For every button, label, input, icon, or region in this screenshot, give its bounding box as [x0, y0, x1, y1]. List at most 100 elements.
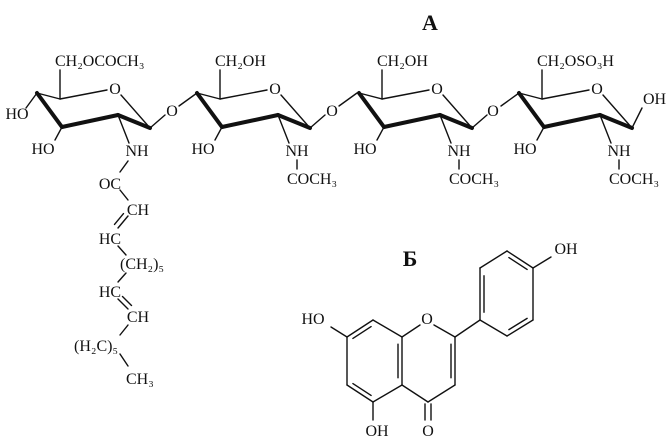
ring-oxygen-label: O	[109, 81, 121, 98]
bond	[280, 94, 311, 129]
bond	[178, 92, 198, 107]
bond	[59, 89, 108, 100]
bond	[309, 114, 326, 129]
hydroxyl-4prime-label: OH	[554, 241, 578, 258]
bond	[220, 113, 280, 129]
panel-a-title: А	[422, 10, 438, 35]
bond	[352, 325, 372, 340]
panel-b-title: Б	[403, 246, 418, 271]
chain-ch-label: CH	[127, 202, 150, 219]
bond	[442, 94, 473, 129]
glycosidic-oxygen-label: O	[166, 103, 178, 120]
ring-oxygen-label: O	[431, 81, 443, 98]
chain-carbonyl-label: OC	[99, 176, 121, 193]
bond-lines	[25, 69, 643, 421]
bond	[372, 319, 403, 338]
bond	[60, 113, 120, 129]
bond	[631, 107, 643, 129]
nh-label: NH	[447, 143, 471, 160]
bond	[382, 113, 442, 129]
chain-ch3-label: CH₃	[126, 371, 154, 388]
ch2-group-label: CH₂OCOCH₃	[55, 53, 144, 70]
bond	[358, 92, 383, 100]
bond	[479, 319, 508, 337]
bond	[346, 384, 374, 403]
bond	[500, 92, 520, 107]
bond	[352, 382, 372, 397]
bond	[149, 114, 166, 129]
sugar-ring-3: CH₂OH O HO NH COCH₃ O	[353, 53, 499, 188]
bond	[532, 256, 552, 269]
nh-label: NH	[285, 143, 309, 160]
bond	[276, 113, 312, 130]
chain-ch-label: CH	[127, 309, 150, 326]
bond	[508, 256, 528, 271]
bond	[119, 353, 129, 367]
bond	[113, 212, 125, 226]
bond	[117, 272, 127, 283]
sugar-ring-4: CH₂OSO₃H O HO NH COCH₃ OH	[513, 53, 666, 188]
bond	[120, 94, 151, 129]
bond	[517, 91, 546, 129]
hydroxyl-c3-label: HO	[513, 141, 536, 158]
bond	[117, 245, 127, 256]
bond	[381, 89, 430, 100]
bond	[401, 384, 429, 403]
hydroxyl-c3-label: HO	[191, 141, 214, 158]
bond	[117, 215, 129, 229]
bond	[433, 324, 456, 338]
bond	[479, 250, 508, 269]
glycosidic-oxygen-label: O	[487, 103, 499, 120]
bond	[54, 126, 63, 141]
bond	[598, 113, 634, 130]
flavone-structure: HO O OH OH O	[301, 241, 578, 440]
chain-hc-label: HC	[99, 284, 121, 301]
bond	[508, 317, 528, 331]
chain-h2c-5-label: (H₂C)₅	[74, 338, 118, 355]
glycosidic-oxygen-label: O	[326, 103, 338, 120]
fatty-acyl-chain: OC CH HC (CH₂)₅ HC CH (H₂C)₅ CH₃	[74, 176, 164, 388]
hydroxyl-c3-label: HO	[353, 141, 376, 158]
ch2-group-label: CH₂OH	[215, 53, 266, 70]
bond	[346, 319, 374, 338]
pyran-oxygen-label: O	[421, 311, 433, 328]
bond	[518, 92, 543, 100]
bond	[471, 114, 488, 129]
bond	[25, 92, 38, 109]
bond	[506, 250, 534, 269]
bond	[214, 126, 223, 141]
bond	[541, 89, 590, 100]
bond	[117, 114, 130, 144]
bond	[277, 114, 290, 144]
ch2-group-label: CH₂OSO₃H	[537, 53, 614, 70]
chain-hc-label: HC	[99, 231, 121, 248]
sugar-ring-1: CH₂OCOCH₃ O HO HO NH O	[5, 53, 177, 160]
bond	[372, 384, 403, 403]
bond	[506, 319, 534, 337]
carbonyl-oxygen-label: O	[422, 423, 434, 440]
nh-label: NH	[607, 143, 631, 160]
bond	[196, 92, 221, 100]
bond	[195, 91, 224, 129]
nh-label: NH	[125, 143, 149, 160]
chain-ch2-5-label: (CH₂)₅	[120, 256, 164, 273]
hydroxyl-5-label: OH	[365, 423, 389, 440]
bond	[36, 92, 61, 100]
bond	[454, 319, 481, 338]
acetyl-label: COCH₃	[609, 171, 659, 188]
bond	[338, 92, 358, 107]
bond	[438, 113, 474, 130]
bond	[357, 91, 386, 129]
bond	[219, 89, 268, 100]
bond	[542, 113, 602, 129]
hydroxyl-c4-label: HO	[5, 106, 28, 123]
ch2-group-label: CH₂OH	[377, 53, 428, 70]
sugar-ring-2: CH₂OH O HO NH COCH₃ O	[191, 53, 337, 188]
bond	[376, 126, 385, 141]
bond	[599, 114, 612, 144]
bond	[427, 384, 456, 403]
ring-oxygen-label: O	[269, 81, 281, 98]
bond	[401, 324, 421, 338]
